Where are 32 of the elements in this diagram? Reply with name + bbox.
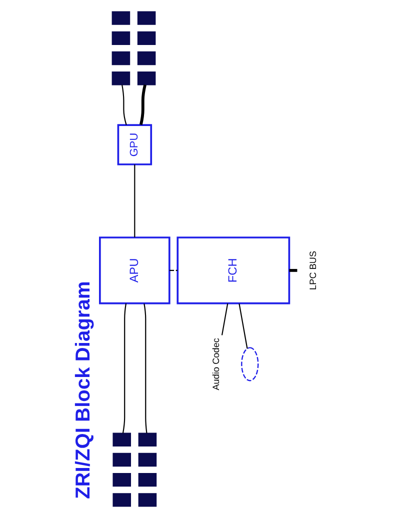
connector [288,268,297,272]
connector [134,164,135,238]
node-box [138,493,156,507]
node-box [112,432,130,446]
node-box: APU [98,236,170,304]
node-box [112,493,130,507]
connector [138,84,146,126]
connector [238,304,248,349]
node-box [138,472,156,487]
node-ellipse [240,347,258,382]
connector [121,84,126,126]
node-box [111,31,130,46]
connector [220,303,228,336]
node-box [136,31,156,46]
node-box [136,51,156,66]
node-box: GPU [116,124,152,166]
connector [168,270,177,271]
node-box [111,51,130,66]
node-box: FCH [176,236,290,304]
node-text: Audio Codec [210,338,221,390]
connector [122,303,126,434]
diagram-title: ZRI/ZQI Block Diagram [72,281,94,500]
node-box [112,452,130,467]
node-box [138,432,156,446]
node-box [111,11,130,25]
node-text: LPC BUS [308,250,318,290]
node-box [111,72,130,86]
node-box [136,72,156,86]
node-box [138,452,156,467]
node-box [112,472,130,487]
connector [143,304,147,434]
node-box [136,11,156,25]
